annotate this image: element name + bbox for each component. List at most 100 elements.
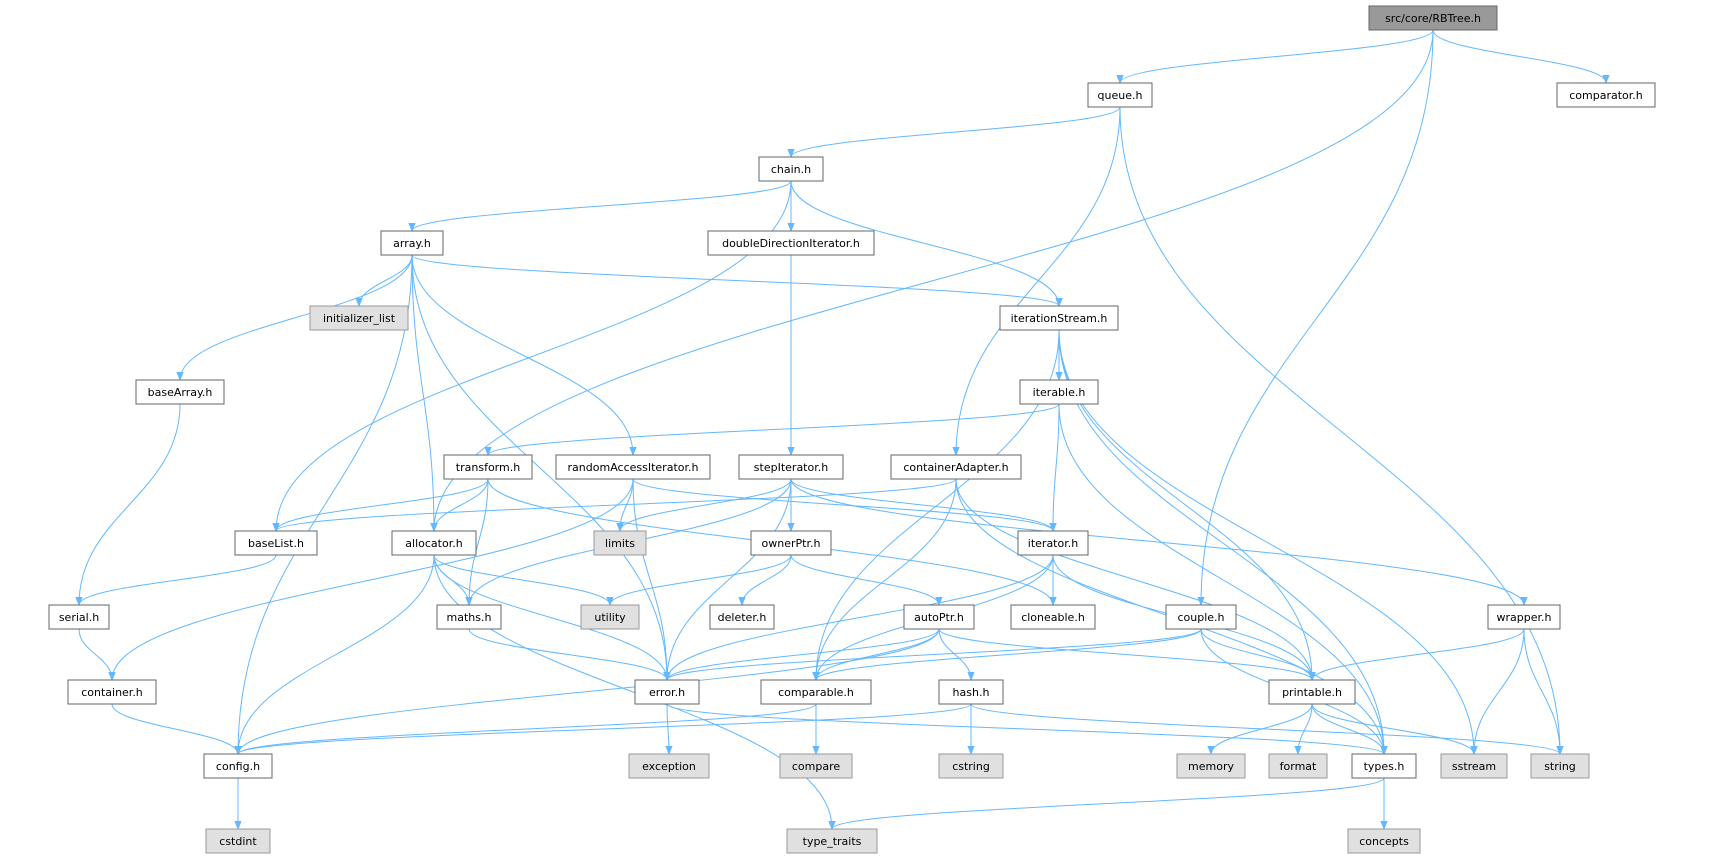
- node-hash[interactable]: hash.h: [938, 679, 1004, 705]
- node-box-containerAdapter: [890, 454, 1022, 480]
- edge-transform-to-baseList: [276, 478, 489, 532]
- node-box-iterationStream: [999, 305, 1119, 331]
- node-box-cstring: [938, 753, 1004, 779]
- node-label-comparator: comparator.h: [1569, 89, 1643, 102]
- edge-queue-to-string: [1119, 106, 1560, 754]
- edge-stepIterator-to-error: [667, 478, 792, 680]
- edge-iterator-to-error: [667, 554, 1054, 680]
- node-label-exception: exception: [642, 760, 696, 773]
- edge-allocator-to-type_traits: [433, 554, 832, 829]
- edge-stepIterator-to-iterator: [790, 478, 1053, 532]
- node-comparator[interactable]: comparator.h: [1556, 82, 1656, 108]
- edge-types-to-type_traits: [832, 777, 1385, 830]
- node-serial[interactable]: serial.h: [48, 604, 110, 630]
- node-label-deleter: deleter.h: [718, 611, 767, 624]
- node-box-sstream: [1440, 753, 1508, 779]
- node-printable[interactable]: printable.h: [1268, 679, 1356, 705]
- node-label-utility: utility: [594, 611, 626, 624]
- edge-containerAdapter-to-printable: [955, 478, 1312, 680]
- edge-randomAccessIterator-to-container: [112, 478, 634, 680]
- edge-queue-to-chain: [791, 106, 1121, 158]
- node-exception: exception: [628, 753, 710, 779]
- node-label-iterationStream: iterationStream.h: [1011, 312, 1108, 325]
- node-rbtree[interactable]: src/core/RBTree.h: [1368, 5, 1498, 31]
- node-box-exception: [628, 753, 710, 779]
- edge-transform-to-maths: [469, 478, 489, 605]
- node-deleter[interactable]: deleter.h: [709, 604, 775, 630]
- node-label-maths: maths.h: [447, 611, 492, 624]
- node-cstring: cstring: [938, 753, 1004, 779]
- node-box-type_traits: [786, 828, 878, 854]
- node-box-printable: [1268, 679, 1356, 705]
- edge-array-to-iterationStream: [411, 254, 1059, 307]
- node-label-printable: printable.h: [1282, 686, 1342, 699]
- edge-allocator-to-error: [433, 554, 667, 680]
- edge-couple-to-printable: [1200, 628, 1312, 681]
- node-cstdint: cstdint: [205, 828, 271, 854]
- node-autoPtr[interactable]: autoPtr.h: [903, 604, 975, 630]
- node-iterationStream[interactable]: iterationStream.h: [999, 305, 1119, 331]
- node-types[interactable]: types.h: [1351, 753, 1417, 779]
- node-box-iterable: [1019, 379, 1099, 405]
- node-wrapper[interactable]: wrapper.h: [1487, 604, 1561, 630]
- edge-rbtree-to-couple: [1201, 29, 1434, 605]
- node-box-comparable: [760, 679, 872, 705]
- node-iterator[interactable]: iterator.h: [1017, 530, 1089, 556]
- edge-error-to-exception: [667, 703, 669, 754]
- node-cloneable[interactable]: cloneable.h: [1010, 604, 1096, 630]
- node-iterable[interactable]: iterable.h: [1019, 379, 1099, 405]
- node-label-initializer_list: initializer_list: [323, 312, 396, 325]
- edge-wrapper-to-printable: [1312, 628, 1525, 681]
- edge-autoPtr-to-comparable: [816, 628, 940, 681]
- node-box-iterator: [1017, 530, 1089, 556]
- node-label-randomAccessIterator: randomAccessIterator.h: [568, 461, 699, 474]
- node-baseArray[interactable]: baseArray.h: [135, 379, 225, 405]
- node-label-cloneable: cloneable.h: [1021, 611, 1085, 624]
- edge-randomAccessIterator-to-iterator: [632, 478, 1053, 532]
- node-randomAccessIterator[interactable]: randomAccessIterator.h: [555, 454, 711, 480]
- node-allocator[interactable]: allocator.h: [391, 530, 477, 556]
- edge-autoPtr-to-printable: [938, 628, 1312, 681]
- node-box-memory: [1176, 753, 1246, 779]
- node-box-compare: [779, 753, 853, 779]
- node-baseList[interactable]: baseList.h: [234, 530, 318, 556]
- edge-stepIterator-to-wrapper: [790, 478, 1524, 605]
- node-maths[interactable]: maths.h: [436, 604, 502, 630]
- node-couple[interactable]: couple.h: [1165, 604, 1237, 630]
- node-container[interactable]: container.h: [67, 679, 157, 705]
- node-transform[interactable]: transform.h: [443, 454, 533, 480]
- node-stepIterator[interactable]: stepIterator.h: [738, 454, 844, 480]
- node-box-concepts: [1347, 828, 1421, 854]
- node-box-initializer_list: [309, 305, 409, 331]
- node-label-error: error.h: [649, 686, 685, 699]
- node-containerAdapter[interactable]: containerAdapter.h: [890, 454, 1022, 480]
- node-error[interactable]: error.h: [634, 679, 700, 705]
- node-ownerPtr[interactable]: ownerPtr.h: [750, 530, 832, 556]
- node-config[interactable]: config.h: [203, 753, 273, 779]
- edge-wrapper-to-string: [1523, 628, 1560, 754]
- edge-baseArray-to-serial: [79, 403, 181, 605]
- node-queue[interactable]: queue.h: [1087, 82, 1153, 108]
- node-box-container: [67, 679, 157, 705]
- node-box-maths: [436, 604, 502, 630]
- node-box-baseArray: [135, 379, 225, 405]
- node-array[interactable]: array.h: [380, 230, 444, 256]
- edge-allocator-to-utility: [433, 554, 610, 606]
- edge-printable-to-sstream: [1311, 703, 1474, 755]
- node-label-ownerPtr: ownerPtr.h: [762, 537, 821, 550]
- edge-array-to-allocator: [411, 254, 434, 531]
- node-box-array: [380, 230, 444, 256]
- node-comparable[interactable]: comparable.h: [760, 679, 872, 705]
- node-chain[interactable]: chain.h: [758, 156, 824, 182]
- node-doubleDirectionIterator[interactable]: doubleDirectionIterator.h: [707, 230, 875, 256]
- edge-couple-to-error: [667, 628, 1202, 681]
- node-format: format: [1268, 753, 1328, 779]
- node-label-chain: chain.h: [771, 163, 811, 176]
- node-box-ownerPtr: [750, 530, 832, 556]
- edge-array-to-error: [411, 254, 667, 680]
- node-label-memory: memory: [1188, 760, 1234, 773]
- node-label-iterable: iterable.h: [1033, 386, 1086, 399]
- node-label-compare: compare: [792, 760, 840, 773]
- node-label-config: config.h: [216, 760, 260, 773]
